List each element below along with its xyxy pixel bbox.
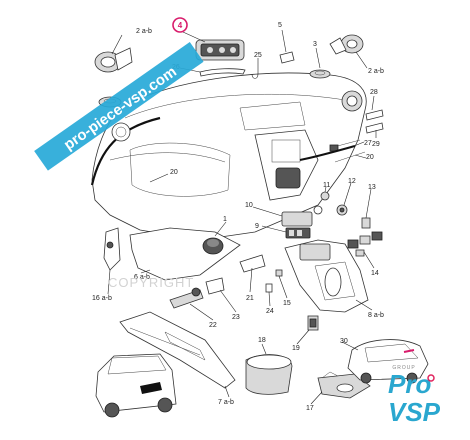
- callout-22: 22: [209, 322, 217, 329]
- air-vent-left: [94, 47, 133, 73]
- callout-17: 17: [306, 405, 314, 412]
- cable-part-25: [251, 62, 259, 79]
- callout-13: 13: [368, 184, 376, 191]
- callout-25: 25: [254, 52, 262, 59]
- callout-27: 27: [364, 140, 372, 147]
- callout-9: 9: [255, 223, 259, 230]
- callout-3: 3: [313, 41, 317, 48]
- small-parts-15-24: [265, 269, 283, 293]
- callout-10: 10: [245, 202, 253, 209]
- callout-2ab-left: 2 a-b: [136, 28, 152, 35]
- callout-24: 24: [266, 308, 274, 315]
- callout-20-mid: 20: [170, 169, 178, 176]
- storage-bin-18: [245, 354, 293, 395]
- stalks-21-23-22: [169, 254, 266, 309]
- seal-strip-27: [299, 145, 356, 161]
- knobs-11-12-13: [313, 191, 371, 229]
- callout-15: 15: [283, 300, 291, 307]
- callout-6ab: 6 a-b: [134, 274, 150, 281]
- dashboard-panel: [90, 72, 367, 241]
- lower-shroud-6: [129, 227, 241, 281]
- leader-lines: [107, 29, 377, 405]
- callout-14: 14: [371, 270, 379, 277]
- callout-30: 30: [340, 338, 348, 345]
- speaker-grille-right: [309, 69, 331, 79]
- provsp-logo: GROUP Pro VSP: [388, 365, 441, 427]
- cup-holder-17: [317, 371, 371, 399]
- clip-part-5: [279, 51, 295, 64]
- callout-19: 19: [292, 345, 300, 352]
- switch-panel-9-10: [281, 211, 313, 239]
- callout-11: 11: [323, 182, 330, 189]
- vehicle-thumbnail-30: [347, 339, 429, 384]
- callout-2ab-right: 2 a-b: [368, 68, 384, 75]
- air-vent-right: [329, 34, 364, 55]
- logo-line1: Pro: [388, 369, 431, 399]
- highlight-label: 4: [178, 21, 183, 30]
- instrument-cluster-part-4: [195, 39, 245, 61]
- callout-29: 29: [372, 141, 380, 148]
- badges-28-29: [365, 109, 384, 134]
- callout-21: 21: [246, 295, 254, 302]
- center-console-8: [284, 239, 369, 313]
- switch-cluster-14: [347, 231, 383, 257]
- callout-23: 23: [232, 314, 240, 321]
- callout-20-right: 20: [366, 154, 374, 161]
- logo-dot: [427, 374, 435, 382]
- logo-line2: VSP: [388, 397, 441, 427]
- strip-part-26: [199, 68, 246, 77]
- callout-16ab: 16 a-b: [92, 295, 112, 302]
- lower-trim-7: [119, 311, 236, 389]
- vehicle-thumbnail-car: [95, 353, 177, 418]
- callout-8ab: 8 a-b: [368, 312, 384, 319]
- logo-tag: GROUP: [392, 365, 415, 371]
- callout-12: 12: [348, 178, 356, 185]
- callout-7ab: 7 a-b: [218, 399, 234, 406]
- bracket-19: [307, 315, 319, 331]
- watermark-text: COPYRIGHT: [108, 275, 194, 290]
- callout-28: 28: [370, 89, 378, 96]
- callout-5: 5: [278, 22, 282, 29]
- callout-18: 18: [258, 337, 266, 344]
- highlight-circle: 4: [172, 17, 188, 33]
- callout-1: 1: [223, 216, 227, 223]
- side-trim-16: [103, 227, 121, 271]
